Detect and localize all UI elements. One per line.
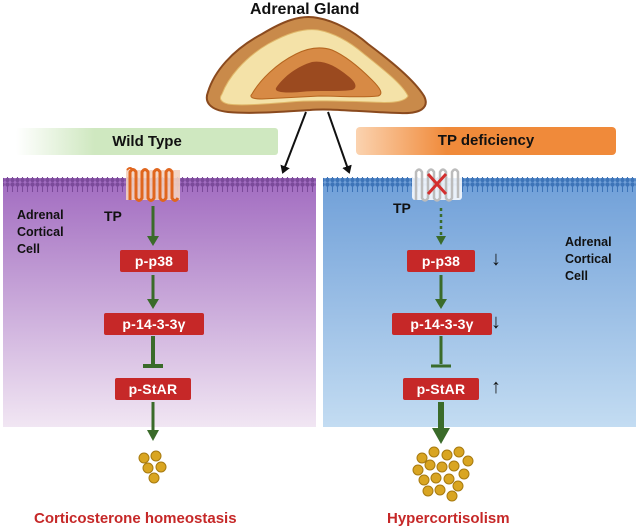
tp-deficiency-banner-bg — [356, 127, 616, 155]
tp-deficiency-banner: TP deficiency — [437, 132, 535, 149]
cell-label-line: Cell — [17, 242, 40, 256]
wild-type-p-p38-box: p-p38 — [120, 250, 188, 272]
tp-deficiency-outcome: Hypercortisolism — [387, 510, 510, 527]
p-14-3-3-down-arrow: ↓ — [491, 311, 501, 333]
adrenal-gland-illustration — [205, 16, 427, 115]
cell-label-line: Cell — [565, 269, 588, 283]
wild-type-pathway-arrows — [143, 206, 163, 441]
tp-deficiency-cell-label: Adrenal Cortical Cell — [565, 234, 612, 285]
cell-label-line: Adrenal — [565, 235, 612, 249]
wild-type-cell-label: Adrenal Cortical Cell — [17, 207, 64, 258]
tp-receptor-deficient-icon — [412, 168, 462, 202]
wild-type-outcome: Corticosterone homeostasis — [34, 510, 237, 527]
tp-deficiency-p-14-3-3-box: p-14-3-3γ — [392, 313, 492, 335]
p-p38-down-arrow: ↓ — [491, 248, 501, 270]
wild-type-banner: Wild Type — [112, 133, 182, 150]
tp-deficiency-pathway-arrows — [431, 208, 451, 444]
wild-type-receptor-label: TP — [104, 208, 122, 224]
p-star-up-arrow: ↑ — [491, 376, 501, 398]
tp-deficiency-cell-panel — [323, 178, 636, 427]
arrow-to-tp-deficiency — [327, 111, 352, 174]
cell-label-line: Cortical — [565, 252, 612, 266]
tp-deficiency-receptor-label: TP — [393, 200, 411, 216]
diagram-title: Adrenal Gland — [250, 1, 360, 18]
cell-label-line: Adrenal — [17, 208, 64, 222]
cell-label-line: Cortical — [17, 225, 64, 239]
corticosterone-granules-low — [138, 450, 167, 484]
tp-receptor-icon — [126, 167, 180, 202]
tp-deficiency-membrane — [323, 177, 636, 192]
wild-type-p-star-box: p-StAR — [115, 378, 191, 400]
arrow-to-wild-type — [280, 111, 307, 174]
tp-deficiency-p-p38-box: p-p38 — [407, 250, 475, 272]
wild-type-banner-bg — [16, 128, 278, 155]
tp-deficiency-p-star-box: p-StAR — [403, 378, 479, 400]
wild-type-p-14-3-3-box: p-14-3-3γ — [104, 313, 204, 335]
corticosterone-granules-high — [412, 446, 474, 502]
